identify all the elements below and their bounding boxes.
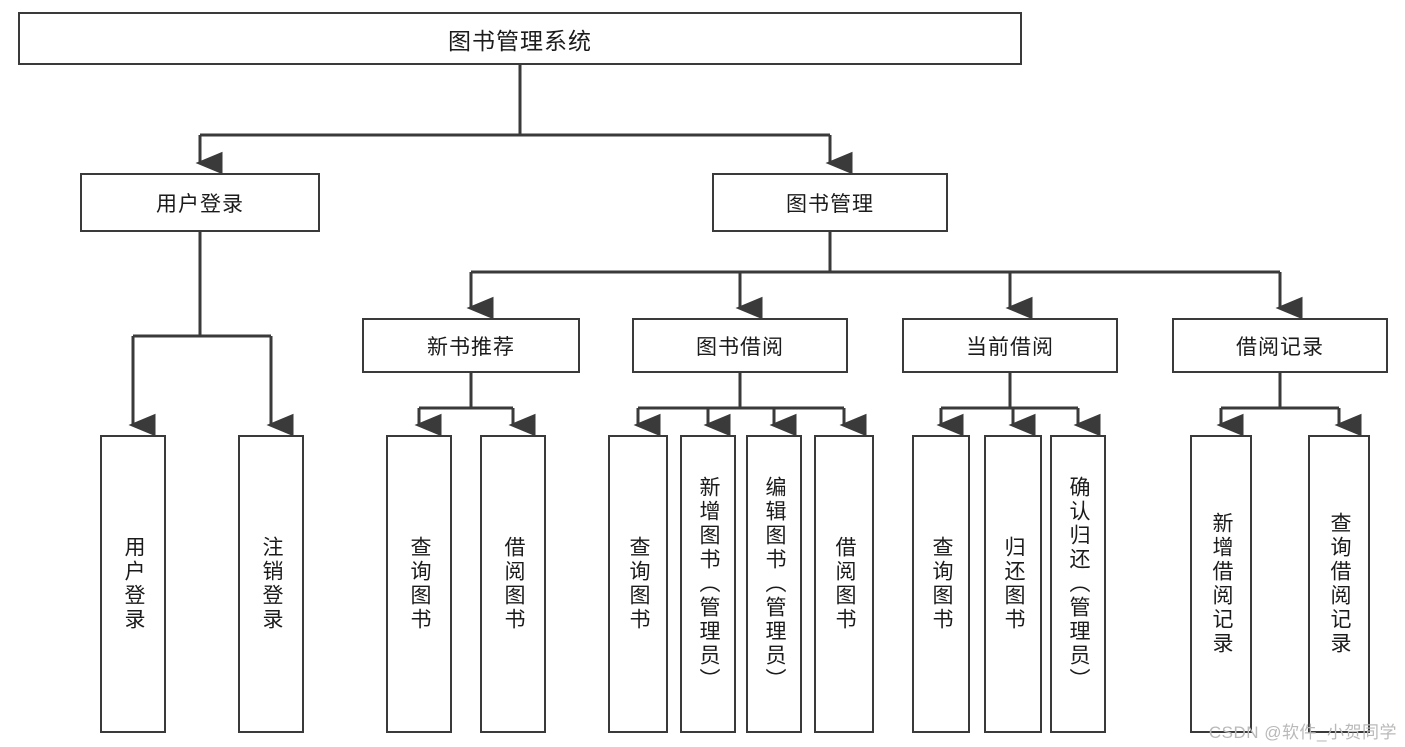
leaf-borrow-book-recommend[interactable]: 借阅图书 bbox=[480, 435, 546, 733]
node-label: 用户登录 bbox=[122, 536, 146, 632]
node-user-login[interactable]: 用户登录 bbox=[80, 173, 320, 232]
node-label: 借阅图书 bbox=[502, 536, 526, 632]
node-label: 图书管理 bbox=[786, 192, 874, 216]
watermark: CSDN @软件_小贺同学 bbox=[1208, 723, 1397, 742]
node-borrow-record[interactable]: 借阅记录 bbox=[1172, 318, 1388, 373]
leaf-edit-book-admin[interactable]: 编辑图书（管理员） bbox=[746, 435, 802, 733]
leaf-query-book-borrow[interactable]: 查询图书 bbox=[608, 435, 668, 733]
node-label: 当前借阅 bbox=[966, 335, 1054, 359]
leaf-borrow-book[interactable]: 借阅图书 bbox=[814, 435, 874, 733]
node-current-borrow[interactable]: 当前借阅 bbox=[902, 318, 1118, 373]
node-label: 查询借阅记录 bbox=[1328, 512, 1352, 656]
node-label: 注销登录 bbox=[260, 536, 284, 632]
node-root[interactable]: 图书管理系统 bbox=[18, 12, 1022, 65]
node-label: 新书推荐 bbox=[427, 335, 515, 359]
node-label: 确认归还（管理员） bbox=[1067, 476, 1091, 692]
node-label: 借阅记录 bbox=[1236, 335, 1324, 359]
leaf-query-book-recommend[interactable]: 查询图书 bbox=[386, 435, 452, 733]
node-label: 借阅图书 bbox=[833, 536, 857, 632]
leaf-user-login[interactable]: 用户登录 bbox=[100, 435, 166, 733]
leaf-logout[interactable]: 注销登录 bbox=[238, 435, 304, 733]
leaf-query-borrow-record[interactable]: 查询借阅记录 bbox=[1308, 435, 1370, 733]
leaf-add-borrow-record[interactable]: 新增借阅记录 bbox=[1190, 435, 1252, 733]
leaf-query-book-current[interactable]: 查询图书 bbox=[912, 435, 970, 733]
node-label: 用户登录 bbox=[156, 192, 244, 216]
leaf-confirm-return-admin[interactable]: 确认归还（管理员） bbox=[1050, 435, 1106, 733]
leaf-return-book[interactable]: 归还图书 bbox=[984, 435, 1042, 733]
node-label: 新增图书（管理员） bbox=[697, 476, 721, 692]
node-label: 查询图书 bbox=[408, 536, 432, 632]
node-new-book-recommend[interactable]: 新书推荐 bbox=[362, 318, 580, 373]
node-label: 图书管理系统 bbox=[448, 27, 592, 54]
node-label: 新增借阅记录 bbox=[1210, 512, 1234, 656]
leaf-add-book-admin[interactable]: 新增图书（管理员） bbox=[680, 435, 736, 733]
node-label: 编辑图书（管理员） bbox=[763, 476, 787, 692]
node-label: 图书借阅 bbox=[696, 335, 784, 359]
node-label: 查询图书 bbox=[930, 536, 954, 632]
node-label: 查询图书 bbox=[627, 536, 651, 632]
node-label: 归还图书 bbox=[1002, 536, 1026, 632]
node-book-borrow[interactable]: 图书借阅 bbox=[632, 318, 848, 373]
node-book-management[interactable]: 图书管理 bbox=[712, 173, 948, 232]
